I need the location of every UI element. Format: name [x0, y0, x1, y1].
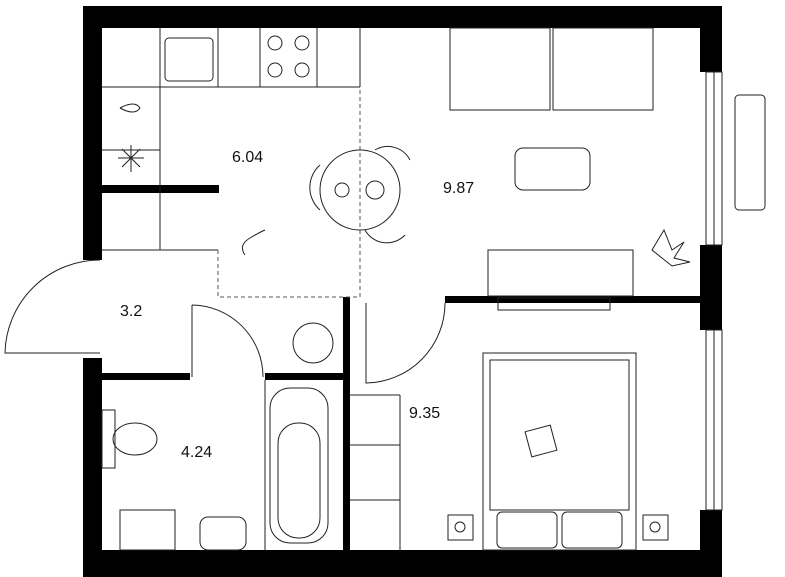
- plant-icon: [651, 228, 691, 267]
- dining-table: [309, 146, 411, 244]
- washbasin: [199, 516, 247, 551]
- room-area-bathroom: 4.24: [181, 444, 212, 461]
- windows: [705, 71, 723, 511]
- room-labels: 6.04 9.87 3.2 4.24 9.35: [120, 149, 474, 461]
- toilet: [112, 422, 158, 456]
- stove-icon: [267, 35, 310, 78]
- living-furniture: [449, 27, 766, 311]
- doors: [4, 259, 446, 384]
- sink-icon: [164, 37, 214, 82]
- bathroom-fixtures: [101, 322, 334, 551]
- bathtub: [269, 387, 329, 544]
- room-area-kitchen: 6.04: [232, 149, 263, 166]
- water-drop-icon: [119, 103, 141, 113]
- room-area-bedroom: 9.35: [409, 405, 440, 422]
- room-area-living: 9.87: [443, 180, 474, 197]
- cat-icon: [241, 229, 266, 256]
- washing-machine: [119, 509, 176, 551]
- room-area-hallway: 3.2: [120, 303, 142, 320]
- kitchen-zone: [102, 28, 411, 298]
- desk: [514, 147, 591, 191]
- bed: [482, 352, 637, 551]
- bedroom-furniture: [350, 352, 669, 551]
- radiator: [734, 94, 766, 211]
- walls: [83, 6, 722, 577]
- snowflake-icon: [118, 145, 144, 172]
